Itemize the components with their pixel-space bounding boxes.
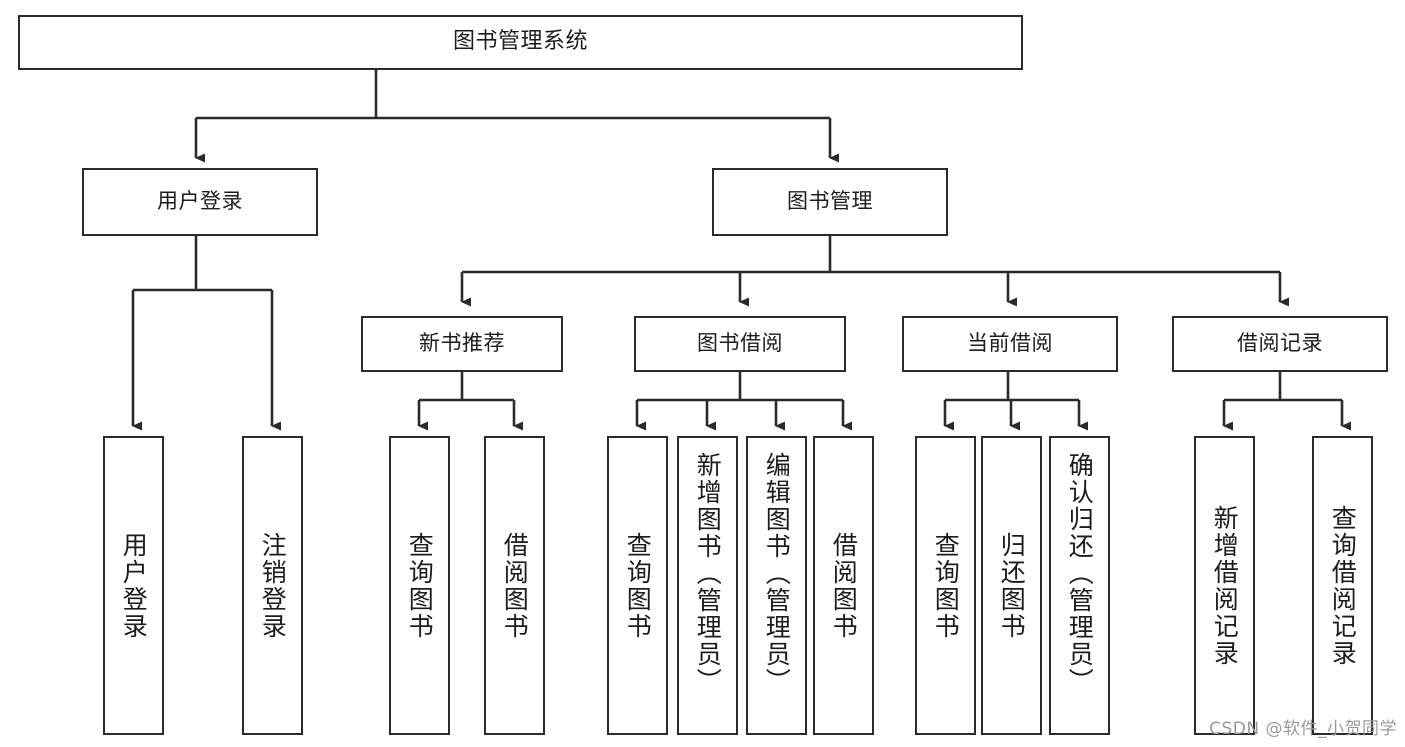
node-book-management[interactable]: 图书管理 <box>712 168 948 236</box>
node-root-book-management-system[interactable]: 图书管理系统 <box>18 15 1023 70</box>
node-label: 当前借阅 <box>967 331 1053 356</box>
node-label: 编辑图书（管理员） <box>762 452 792 695</box>
node-book-borrow[interactable]: 图书借阅 <box>634 316 846 372</box>
node-current-borrow[interactable]: 当前借阅 <box>902 316 1118 372</box>
leaf-current-confirm-return-admin[interactable]: 确认归还（管理员） <box>1049 436 1110 735</box>
node-label: 借阅图书 <box>829 531 859 640</box>
node-label: 归还图书 <box>997 531 1027 640</box>
node-label: 查询图书 <box>405 531 435 640</box>
node-label: 新增图书（管理员） <box>693 452 723 695</box>
node-label: 新书推荐 <box>419 331 505 356</box>
leaf-borrow-edit-book-admin[interactable]: 编辑图书（管理员） <box>746 436 807 735</box>
leaf-borrow-add-book-admin[interactable]: 新增图书（管理员） <box>677 436 738 735</box>
leaf-borrow-query-book[interactable]: 查询图书 <box>607 436 668 735</box>
node-user-login[interactable]: 用户登录 <box>82 168 318 236</box>
node-label: 查询图书 <box>623 531 653 640</box>
node-label: 借阅图书 <box>500 531 530 640</box>
node-label: 查询图书 <box>931 531 961 640</box>
node-label: 注销登录 <box>258 531 288 640</box>
node-label: 图书管理系统 <box>452 29 588 55</box>
node-label: 用户登录 <box>119 531 149 640</box>
node-new-book-recommend[interactable]: 新书推荐 <box>361 316 563 372</box>
leaf-current-return-book[interactable]: 归还图书 <box>981 436 1042 735</box>
node-label: 确认归还（管理员） <box>1065 452 1095 695</box>
csdn-watermark: CSDN @软件_小贺同学 <box>1209 719 1397 739</box>
node-label: 图书借阅 <box>697 331 783 356</box>
node-borrow-record[interactable]: 借阅记录 <box>1172 316 1388 372</box>
leaf-user-login-login[interactable]: 用户登录 <box>103 436 164 735</box>
leaf-recommend-query-book[interactable]: 查询图书 <box>389 436 450 735</box>
leaf-user-login-logout[interactable]: 注销登录 <box>242 436 303 735</box>
leaf-record-query-borrow-record[interactable]: 查询借阅记录 <box>1312 436 1373 735</box>
node-label: 图书管理 <box>787 189 873 214</box>
node-label: 借阅记录 <box>1237 331 1323 356</box>
node-label: 用户登录 <box>157 189 243 214</box>
leaf-recommend-borrow-book[interactable]: 借阅图书 <box>484 436 545 735</box>
leaf-current-query-book[interactable]: 查询图书 <box>915 436 976 735</box>
node-label: 查询借阅记录 <box>1328 504 1358 667</box>
leaf-borrow-borrow-book[interactable]: 借阅图书 <box>813 436 874 735</box>
leaf-record-add-borrow-record[interactable]: 新增借阅记录 <box>1194 436 1255 735</box>
node-label: 新增借阅记录 <box>1210 504 1240 667</box>
